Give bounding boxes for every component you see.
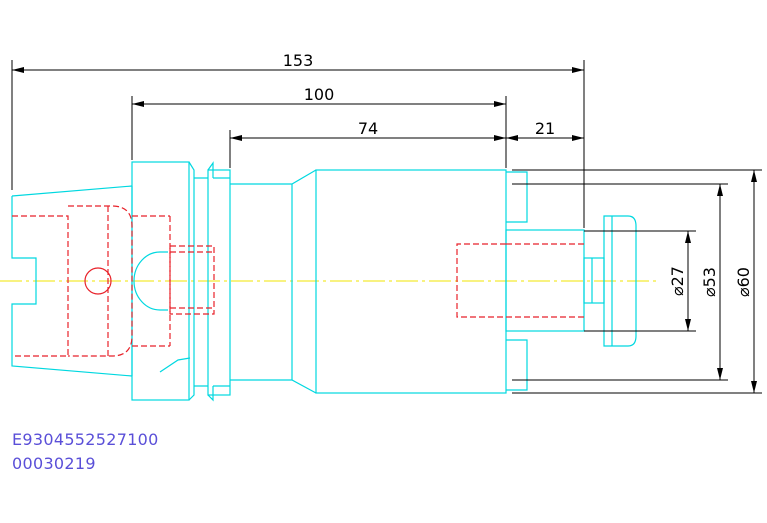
dim-shank-length: 74 xyxy=(358,119,378,138)
dim-diameter-27: ⌀27 xyxy=(668,266,687,296)
dimension-arrows xyxy=(12,67,757,393)
hidden-lines xyxy=(12,205,584,357)
part-outline xyxy=(11,161,637,402)
dim-diameter-60: ⌀60 xyxy=(734,267,753,297)
dim-tip-length: 21 xyxy=(535,119,555,138)
dim-diameter-53: ⌀53 xyxy=(700,267,719,297)
dim-overall-length: 153 xyxy=(283,51,314,70)
part-number-text: E9304552527100 xyxy=(12,430,159,449)
serial-number-text: 00030219 xyxy=(12,454,96,473)
dim-body-length: 100 xyxy=(304,85,335,104)
dimension-lines xyxy=(11,60,762,394)
